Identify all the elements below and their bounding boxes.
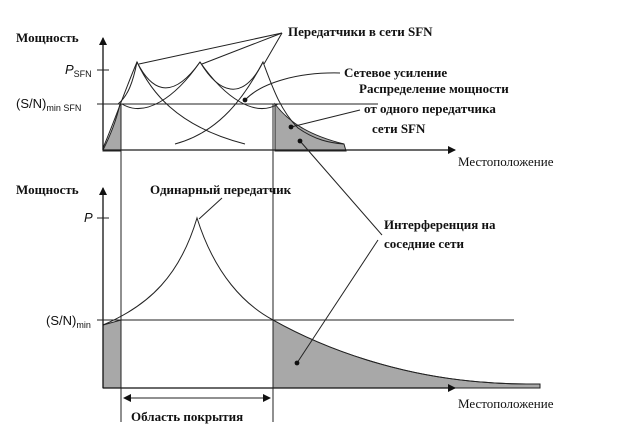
top-right-interference-area xyxy=(274,102,347,152)
bottom-left-interference-area xyxy=(102,319,122,389)
callout-leader-single xyxy=(198,197,223,220)
coverage-area-label: Область покрытия xyxy=(131,409,243,424)
bottom-p-label: P xyxy=(84,210,93,225)
network-gain-curve-3 xyxy=(117,61,138,105)
interference-line-1: Интерференция на xyxy=(384,217,496,232)
sfn-transmitter-lobe-2 xyxy=(121,61,279,109)
single-transmitter-curve xyxy=(102,216,274,326)
callout-leader-interf-bottom xyxy=(296,239,379,364)
top-panel: Мощность Местоположение PSFN (S/N)min SF… xyxy=(16,24,554,169)
callout-network-gain: Сетевое усиление xyxy=(344,65,447,80)
callout-leader-2 xyxy=(201,32,283,65)
sfn-transmitter-lobe-3 xyxy=(174,60,345,145)
top-x-axis-label: Местоположение xyxy=(458,154,554,169)
callout-leader-network-gain xyxy=(244,72,341,101)
callout-sfn-transmitters: Передатчики в сети SFN xyxy=(288,24,433,39)
dot-power-distribution xyxy=(288,124,294,130)
bottom-right-interference-area xyxy=(272,319,541,389)
top-sn-label: (S/N)min SFN xyxy=(16,96,81,113)
callout-leader-3 xyxy=(263,32,283,65)
callout-leader-interf-top xyxy=(299,140,383,236)
top-p-main: P xyxy=(65,62,74,77)
bottom-panel: Мощность Местоположение P (S/N)min Одина… xyxy=(16,104,554,424)
top-sn-sub: min SFN xyxy=(46,103,81,113)
top-p-sub: SFN xyxy=(74,69,92,79)
single-transmitter-tail xyxy=(272,319,541,385)
dot-network-gain xyxy=(242,97,248,103)
network-gain-curve-2 xyxy=(199,61,264,90)
network-gain-curve-1 xyxy=(136,61,201,89)
bottom-y-axis-label: Мощность xyxy=(16,182,79,197)
power-distribution-line-1: Распределение мощности xyxy=(359,81,509,96)
bottom-sn-main: (S/N) xyxy=(46,313,76,328)
power-distribution-line-3: сети SFN xyxy=(372,121,426,136)
bottom-x-axis-label: Местоположение xyxy=(458,396,554,411)
top-p-sfn-label: PSFN xyxy=(65,62,92,79)
callout-power-distribution: Распределение мощности от одного передат… xyxy=(359,81,512,136)
top-y-axis-label: Мощность xyxy=(16,30,79,45)
callout-leader-power-dist xyxy=(290,109,361,128)
dot-interference-top xyxy=(297,138,303,144)
top-left-interference-area xyxy=(102,103,122,152)
callout-leader-1 xyxy=(138,32,283,65)
callout-interference: Интерференция на соседние сети xyxy=(384,217,499,251)
bottom-sn-label: (S/N)min xyxy=(46,313,91,330)
interference-line-2: соседние сети xyxy=(384,236,464,251)
callout-single-transmitter: Одинарный передатчик xyxy=(150,182,292,197)
power-distribution-line-2: от одного передатчика xyxy=(364,101,496,116)
top-sn-main: (S/N) xyxy=(16,96,46,111)
dot-interference-bottom xyxy=(294,360,300,366)
bottom-sn-sub: min xyxy=(76,320,91,330)
